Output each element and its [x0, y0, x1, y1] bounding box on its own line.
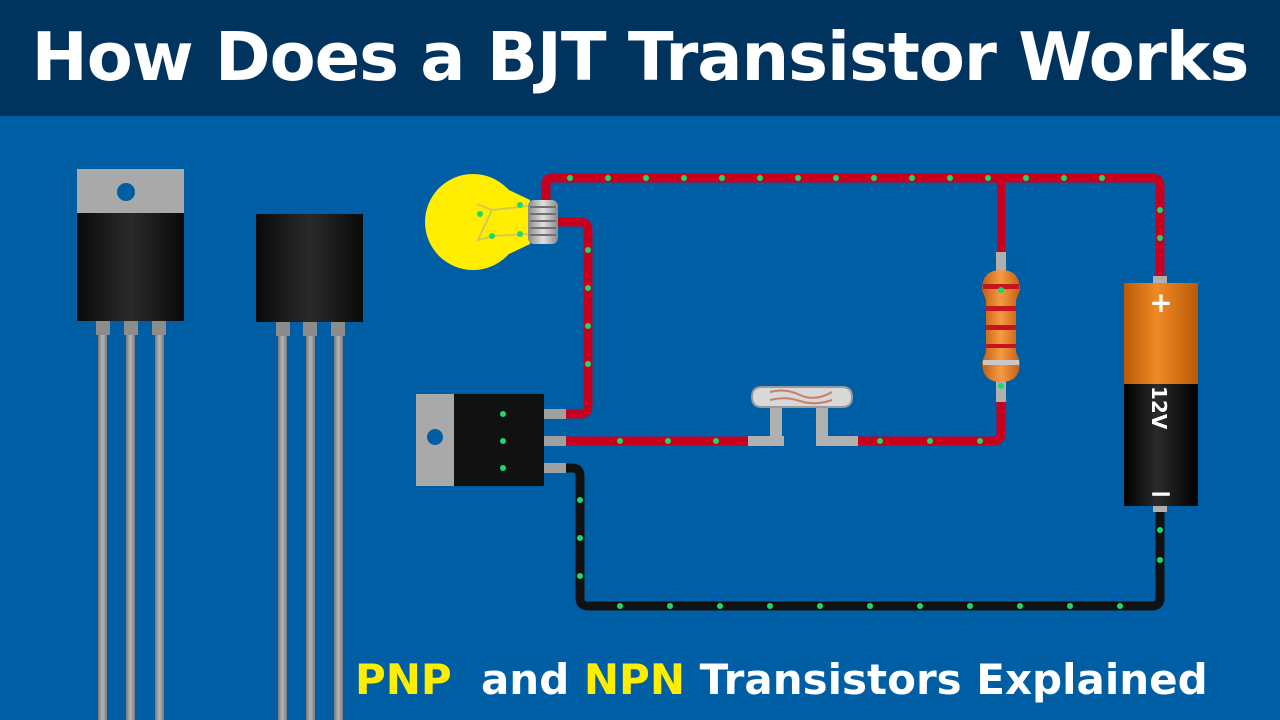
- photoresistor: [748, 386, 858, 446]
- current-dot: [617, 438, 623, 444]
- lead-1: [98, 335, 107, 720]
- current-dot: [917, 603, 923, 609]
- current-dot: [871, 175, 877, 181]
- current-dot: [477, 211, 483, 217]
- current-dot: [585, 361, 591, 367]
- current-dot: [909, 175, 915, 181]
- current-dot: [1157, 527, 1163, 533]
- lead-3: [155, 335, 164, 720]
- wire-collector: [537, 217, 593, 419]
- resistor: [982, 252, 1020, 402]
- npn-label: NPN: [583, 655, 685, 704]
- current-dot: [665, 438, 671, 444]
- current-dot: [605, 175, 611, 181]
- current-dot: [585, 323, 591, 329]
- current-dot: [713, 438, 719, 444]
- battery-minus: −: [1149, 477, 1172, 510]
- current-dot: [517, 202, 523, 208]
- circuit-transistor: [416, 394, 566, 486]
- current-dot: [567, 175, 573, 181]
- mounting-hole: [117, 183, 135, 201]
- battery-voltage: 12V: [1147, 386, 1171, 430]
- light-bulb: [425, 174, 558, 270]
- current-flow-dots: [477, 175, 1163, 609]
- title-bar: [0, 0, 1280, 116]
- current-dot: [500, 411, 506, 417]
- current-dot: [717, 603, 723, 609]
- current-dot: [757, 175, 763, 181]
- to220-transistor: [77, 169, 184, 720]
- current-dot: [517, 231, 523, 237]
- pnp-label: PNP: [355, 655, 452, 704]
- battery-terminal: [1153, 276, 1167, 284]
- transistor-body: [77, 213, 184, 321]
- current-dot: [833, 175, 839, 181]
- to92-transistor: [256, 214, 363, 720]
- wire-top-rail: [541, 173, 1165, 281]
- lead-3: [334, 336, 343, 720]
- current-dot: [795, 175, 801, 181]
- mounting-hole: [427, 429, 443, 445]
- lead-1: [278, 336, 287, 720]
- current-dot: [967, 603, 973, 609]
- current-dot: [1023, 175, 1029, 181]
- current-dot: [1157, 557, 1163, 563]
- current-dot: [719, 175, 725, 181]
- subtitle: PNP and NPN Transistors Explained: [355, 650, 1255, 710]
- current-dot: [1061, 175, 1067, 181]
- current-dot: [977, 438, 983, 444]
- current-dot: [500, 465, 506, 471]
- current-dot: [1099, 175, 1105, 181]
- current-dot: [617, 603, 623, 609]
- current-dot: [681, 175, 687, 181]
- current-dot: [877, 438, 883, 444]
- current-dot: [998, 383, 1004, 389]
- current-dot: [667, 603, 673, 609]
- lead-2: [306, 336, 315, 720]
- transistor-body: [256, 214, 363, 322]
- current-dot: [1067, 603, 1073, 609]
- current-dot: [500, 438, 506, 444]
- battery-plus: +: [1149, 286, 1172, 319]
- current-dot: [585, 247, 591, 253]
- current-dot: [1117, 603, 1123, 609]
- wire-ldr-resistor: [853, 397, 1006, 446]
- current-dot: [577, 497, 583, 503]
- current-dot: [998, 287, 1004, 293]
- and-label: and: [480, 655, 570, 704]
- current-dot: [489, 233, 495, 239]
- current-dot: [817, 603, 823, 609]
- current-dot: [577, 535, 583, 541]
- current-dot: [985, 175, 991, 181]
- current-dot: [1157, 235, 1163, 241]
- current-dot: [927, 438, 933, 444]
- current-dot: [1157, 207, 1163, 213]
- lead-2: [126, 335, 135, 720]
- bulb-base: [528, 200, 558, 244]
- page-title: How Does a BJT Transistor Works: [31, 18, 1250, 96]
- wire-negative: [537, 463, 1165, 611]
- current-dot: [577, 573, 583, 579]
- current-dot: [947, 175, 953, 181]
- transistors-explained-label: Transistors Explained: [699, 655, 1208, 704]
- battery: + − 12V: [1124, 276, 1198, 512]
- current-dot: [643, 175, 649, 181]
- current-dot: [1017, 603, 1023, 609]
- current-dot: [867, 603, 873, 609]
- current-dot: [585, 285, 591, 291]
- current-dot: [767, 603, 773, 609]
